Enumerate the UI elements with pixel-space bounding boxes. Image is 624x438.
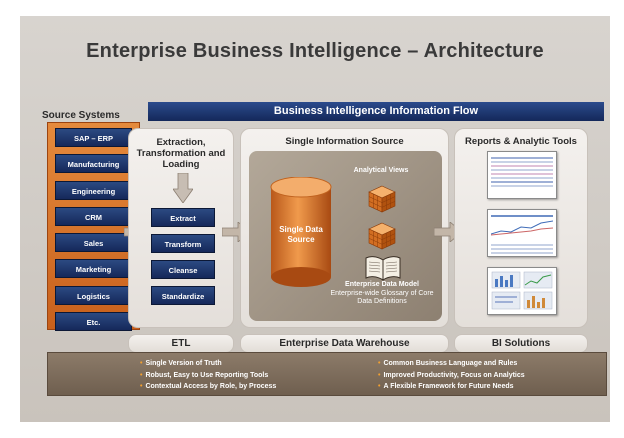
analytical-cube-icon — [368, 222, 396, 250]
etl-title: Extraction, Transformation and Loading — [129, 137, 233, 170]
etl-step-extract: Extract — [151, 208, 215, 227]
report-thumbnail — [487, 267, 557, 315]
benefits-left-list: Single Version of Truth Robust, Easy to … — [140, 358, 276, 393]
data-model-title: Enterprise Data Model — [345, 281, 419, 288]
reports-title: Reports & Analytic Tools — [465, 136, 577, 147]
report-thumbnail — [487, 151, 557, 199]
warehouse-footer-label: Enterprise Data Warehouse — [240, 334, 449, 353]
chart-thumb-icon — [490, 220, 554, 236]
report-row — [491, 177, 553, 179]
source-item-sap-erp: SAP – ERP — [55, 128, 132, 147]
etl-step-standardize: Standardize — [151, 286, 215, 305]
report-row — [491, 252, 553, 254]
report-row — [491, 169, 553, 171]
report-row — [491, 157, 553, 159]
database-cylinder-icon — [270, 177, 332, 287]
data-model-description: Enterprise-wide Glossary of Core Data De… — [330, 289, 434, 306]
report-row — [491, 244, 553, 246]
source-item-logistics: Logistics — [55, 285, 132, 305]
report-row — [491, 181, 553, 183]
information-flow-banner: Business Intelligence Information Flow — [148, 102, 604, 121]
report-row — [491, 165, 553, 167]
page-title: Enterprise Business Intelligence – Archi… — [86, 40, 544, 62]
reports-panel: Reports & Analytic Tools — [454, 128, 588, 328]
report-thumbnail — [487, 209, 557, 257]
benefit-item: Contextual Access by Role, by Process — [140, 381, 276, 393]
report-row — [491, 248, 553, 250]
analytical-cube-icon — [368, 185, 396, 213]
architecture-slide: Enterprise Business Intelligence – Archi… — [20, 16, 610, 422]
etl-step-transform: Transform — [151, 234, 215, 253]
source-systems-label: Source Systems — [42, 110, 120, 121]
warehouse-inner-box: Single Data Source Analytical Views — [249, 151, 442, 321]
report-row — [491, 215, 553, 217]
analytical-views-label: Analytical Views — [353, 167, 409, 174]
source-systems-box: SAP – ERP Manufacturing Engineering CRM … — [47, 122, 140, 332]
etl-panel: Extraction, Transformation and Loading E… — [128, 128, 234, 328]
benefits-box: Single Version of Truth Robust, Easy to … — [47, 352, 607, 396]
open-book-icon — [365, 256, 401, 281]
etl-footer-label: ETL — [128, 334, 234, 353]
source-item-manufacturing: Manufacturing — [55, 154, 132, 174]
etl-title-line-2: Transformation and — [136, 148, 226, 159]
cylinder-line-1: Single Data — [279, 225, 323, 234]
etl-title-line-1: Extraction, — [156, 137, 206, 148]
warehouse-panel: Single Information Source Single Data So… — [240, 128, 449, 328]
etl-step-cleanse: Cleanse — [151, 260, 215, 279]
benefits-right-list: Common Business Language and Rules Impro… — [378, 358, 525, 393]
benefit-item: A Flexible Framework for Future Needs — [378, 381, 525, 393]
source-item-sales: Sales — [55, 233, 132, 253]
dashboard-thumb-icon — [491, 271, 553, 310]
reports-footer-label: BI Solutions — [454, 334, 588, 353]
benefit-item: Robust, Easy to Use Reporting Tools — [140, 370, 276, 382]
cylinder-line-2: Source — [287, 235, 315, 244]
report-row — [491, 185, 553, 187]
source-item-crm: CRM — [55, 206, 132, 226]
source-item-engineering: Engineering — [55, 180, 132, 200]
etl-title-line-3: Loading — [162, 159, 200, 170]
benefit-item: Single Version of Truth — [140, 358, 276, 370]
benefit-item: Common Business Language and Rules — [378, 358, 525, 370]
warehouse-title: Single Information Source — [285, 136, 404, 147]
report-row — [491, 173, 553, 175]
single-data-source-label: Single Data Source — [271, 225, 331, 245]
enterprise-data-model-label: Enterprise Data Model Enterprise-wide Gl… — [323, 281, 441, 307]
source-item-etc: Etc. — [55, 312, 132, 332]
report-row — [491, 161, 553, 163]
benefit-item: Improved Productivity, Focus on Analytic… — [378, 370, 524, 382]
source-item-marketing: Marketing — [55, 259, 132, 279]
arrow-down-icon — [173, 173, 193, 203]
